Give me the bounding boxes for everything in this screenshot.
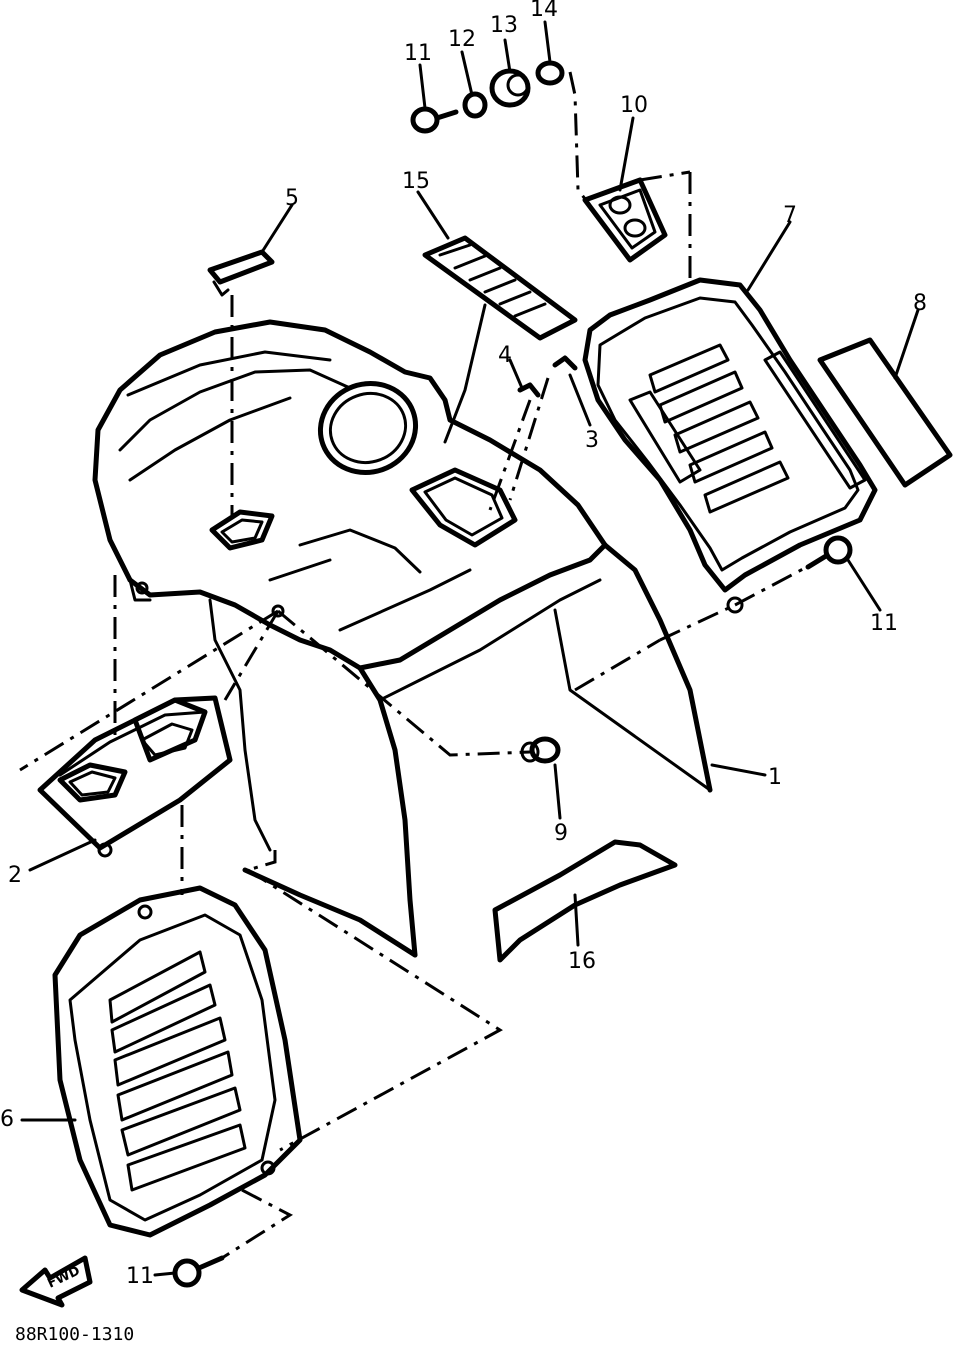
- callout-1: 1: [768, 765, 782, 790]
- part-13-bushing: [489, 68, 531, 108]
- leader-15-body: [443, 303, 487, 444]
- callout-6: 6: [0, 1107, 14, 1132]
- forward-arrow-icon: FWD: [19, 1255, 93, 1308]
- part-7-right-panel: [582, 277, 878, 614]
- leader-15: [416, 190, 450, 240]
- leader-11b: [846, 558, 882, 612]
- drawing-code: 88R100-1310: [15, 1324, 134, 1345]
- leader-4: [508, 358, 524, 390]
- callout-8: 8: [913, 291, 927, 316]
- leader-11c: [153, 1271, 177, 1277]
- callout-9: 9: [554, 821, 568, 846]
- leader-9: [553, 763, 562, 820]
- callout-labels: 1 2 3 4 5 6 7 8 9 10 11 11 11 12 13 14 1…: [0, 0, 927, 1289]
- leader-8: [893, 308, 920, 380]
- part-1-front-cowl: [92, 319, 713, 958]
- callout-10: 10: [620, 93, 648, 118]
- callout-13: 13: [490, 13, 518, 38]
- part-14-nut: [535, 60, 565, 86]
- leader-10: [618, 116, 635, 192]
- leader-11a: [418, 63, 427, 110]
- leader-lines: [20, 20, 920, 1277]
- part-15-plate: [422, 235, 578, 341]
- callout-15: 15: [402, 169, 430, 194]
- callout-16: 16: [568, 949, 596, 974]
- part-16-seal: [492, 839, 678, 963]
- assembly-lines: [19, 71, 806, 1260]
- leader-13: [503, 38, 512, 74]
- leader-12: [460, 50, 474, 97]
- leader-7: [746, 220, 792, 292]
- callout-3: 3: [585, 428, 599, 453]
- part-8-strip: [817, 337, 953, 488]
- part-2-switch-panel: [37, 695, 233, 858]
- part-9-grommet: [520, 736, 561, 764]
- part-3-clip: [552, 355, 578, 371]
- callout-7: 7: [783, 203, 797, 228]
- part-6-left-panel: [52, 885, 303, 1238]
- part-12-washer: [462, 91, 488, 119]
- leader-1: [710, 763, 767, 777]
- callout-12: 12: [448, 27, 476, 52]
- leader-14: [543, 20, 552, 64]
- leader-5: [260, 203, 294, 254]
- part-5-cap: [207, 249, 275, 297]
- callout-11-bottom: 11: [126, 1264, 154, 1289]
- part-10-bracket: [582, 177, 668, 263]
- leader-16: [573, 893, 580, 947]
- callout-14: 14: [530, 0, 558, 22]
- part-11-bolt-bottom: [172, 1255, 225, 1288]
- callout-11-top: 11: [404, 41, 432, 66]
- part-11-bolt-right: [805, 535, 853, 570]
- callout-5: 5: [285, 186, 299, 211]
- callout-4: 4: [498, 343, 512, 368]
- leader-3: [568, 373, 592, 427]
- callout-2: 2: [8, 863, 22, 888]
- callout-11-right: 11: [870, 611, 898, 636]
- part-11-bolt-top: [410, 106, 459, 134]
- leader-2: [28, 838, 97, 872]
